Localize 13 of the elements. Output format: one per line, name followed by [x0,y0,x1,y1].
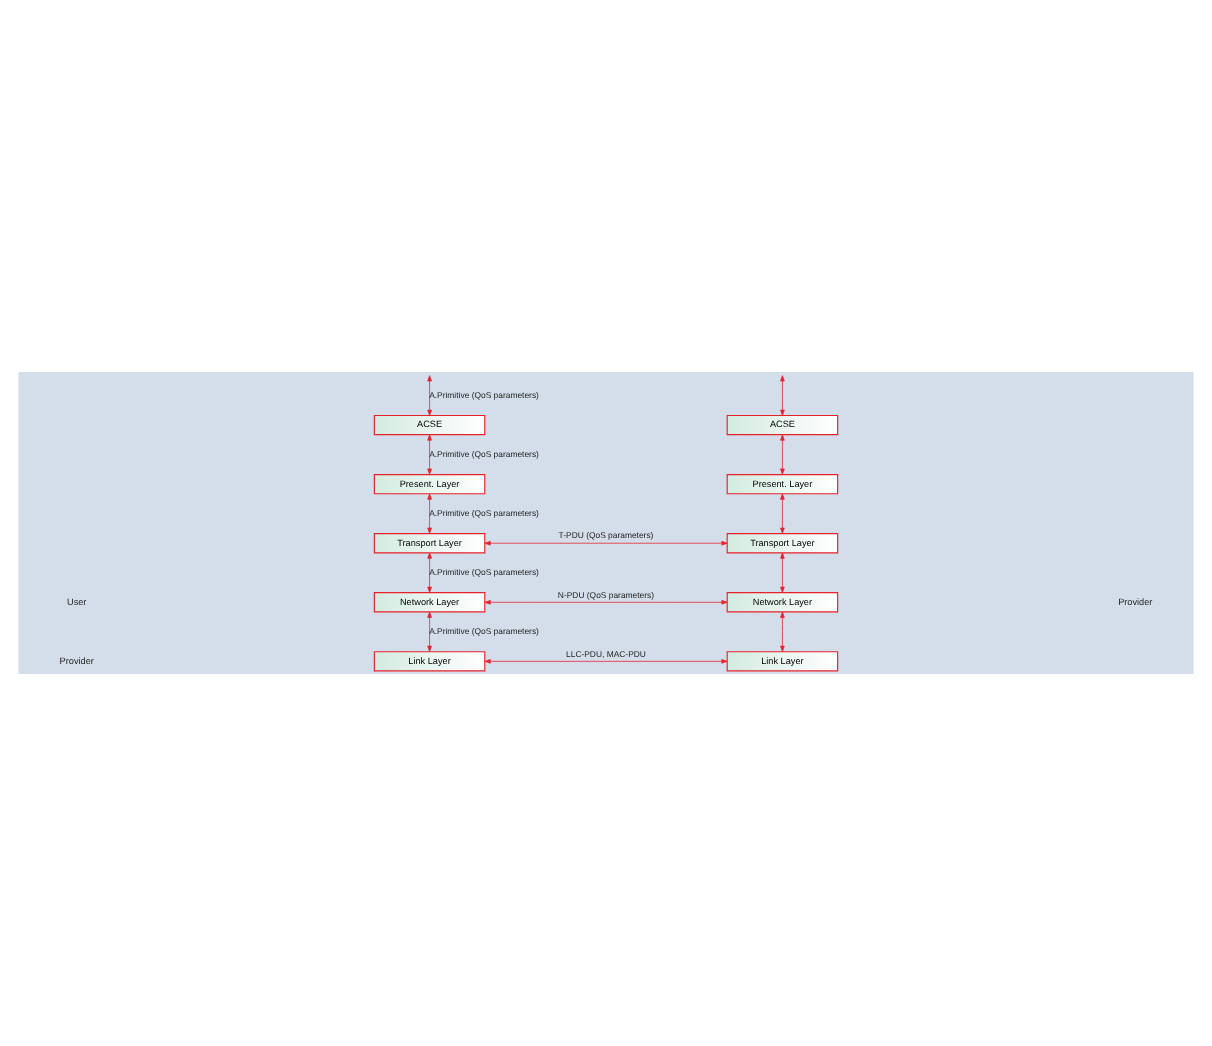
arrow [484,540,728,546]
arrow [780,493,785,534]
arrow [780,375,785,416]
arrow [780,434,785,475]
arrow [427,493,432,534]
arrow [427,611,432,652]
arrow [427,375,432,416]
arrow [780,611,785,652]
arrow [780,552,785,593]
arrow [427,434,432,475]
arrow [484,600,728,605]
arrow [484,659,728,664]
arrow [427,552,432,593]
